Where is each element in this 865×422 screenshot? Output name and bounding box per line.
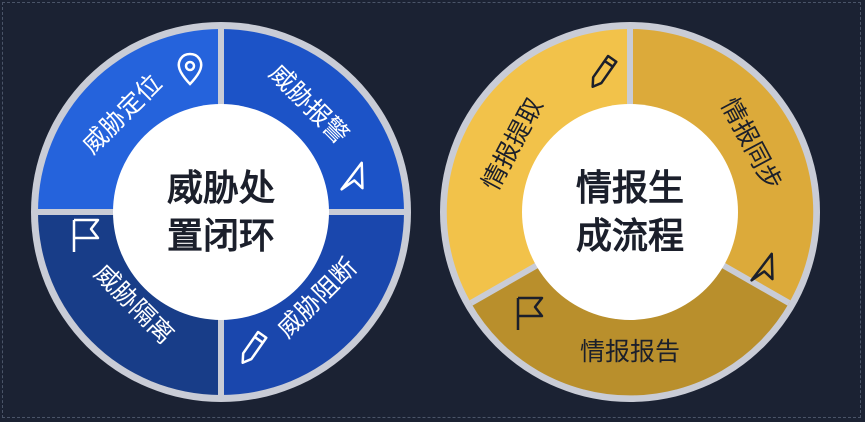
location-pin-icon [177, 52, 203, 86]
send-arrow-icon [750, 252, 774, 282]
right-center-line-2: 成流程 [576, 216, 684, 257]
right-center-line-1: 情报生 [576, 168, 684, 209]
dashed-frame [2, 2, 861, 418]
left-center-circle [113, 104, 329, 320]
pencil-icon [591, 54, 618, 88]
left-cycle: 威胁处 置闭环 威胁定位 威胁报警 威胁阻断 威胁隔离 [31, 22, 411, 402]
left-center-line-2: 置闭环 [167, 216, 275, 257]
send-arrow-icon [340, 161, 364, 191]
flag-icon [72, 218, 100, 252]
left-center-line-1: 威胁处 [167, 168, 275, 209]
right-center-circle [522, 104, 738, 320]
pencil-icon [241, 330, 268, 364]
right-cycle: 情报生 成流程 情报提取 情报同步 情报报告 [440, 22, 820, 402]
right-segment-label-report: 情报报告 [580, 337, 680, 366]
flag-icon [516, 296, 544, 330]
